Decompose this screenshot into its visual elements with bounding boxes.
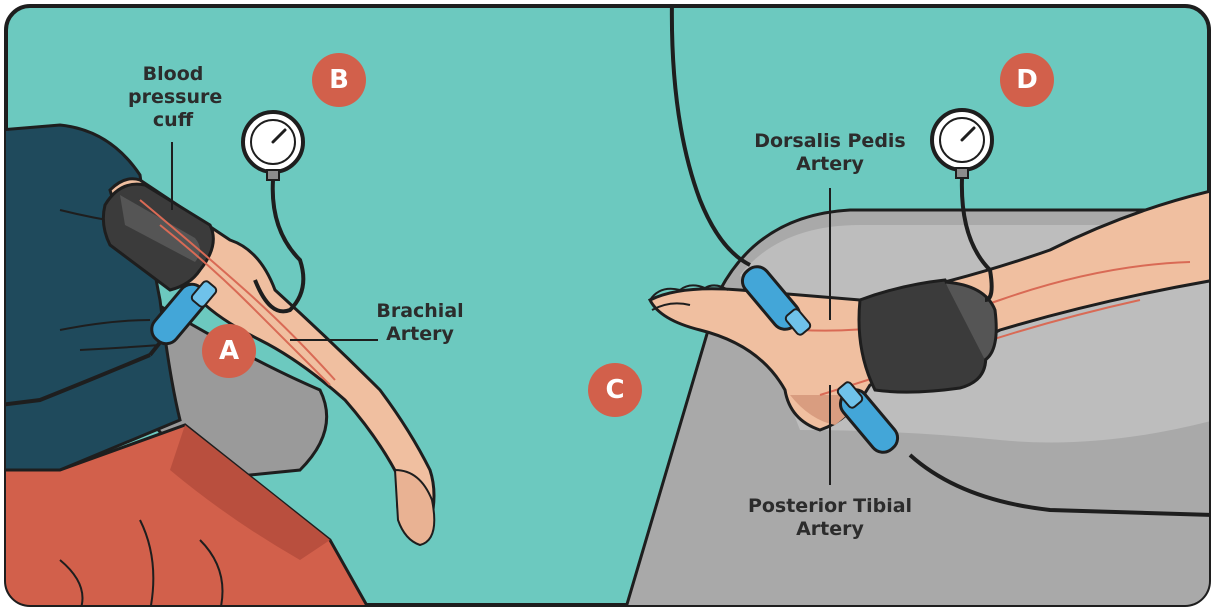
label-line: Artery bbox=[740, 153, 920, 176]
label-line: cuff bbox=[128, 109, 218, 132]
badge-a: A bbox=[202, 324, 256, 378]
label-line: Brachial bbox=[370, 300, 470, 323]
label-line: Artery bbox=[730, 518, 930, 541]
label-line: Dorsalis Pedis bbox=[740, 130, 920, 153]
blood-pressure-cuff-label: Blood pressure cuff bbox=[128, 63, 218, 132]
badge-c: C bbox=[588, 363, 642, 417]
dorsalis-pedis-artery-label: Dorsalis Pedis Artery bbox=[740, 130, 920, 176]
label-line: Artery bbox=[370, 323, 470, 346]
label-line: Blood bbox=[128, 63, 218, 86]
badge-d: D bbox=[1000, 53, 1054, 107]
badge-b: B bbox=[312, 53, 366, 107]
posterior-tibial-artery-label: Posterior Tibial Artery bbox=[730, 495, 930, 541]
label-line: pressure bbox=[128, 86, 218, 109]
gauge-b-stem bbox=[267, 170, 279, 180]
label-line: Posterior Tibial bbox=[730, 495, 930, 518]
brachial-artery-label: Brachial Artery bbox=[370, 300, 470, 346]
gauge-d-stem bbox=[956, 168, 968, 178]
